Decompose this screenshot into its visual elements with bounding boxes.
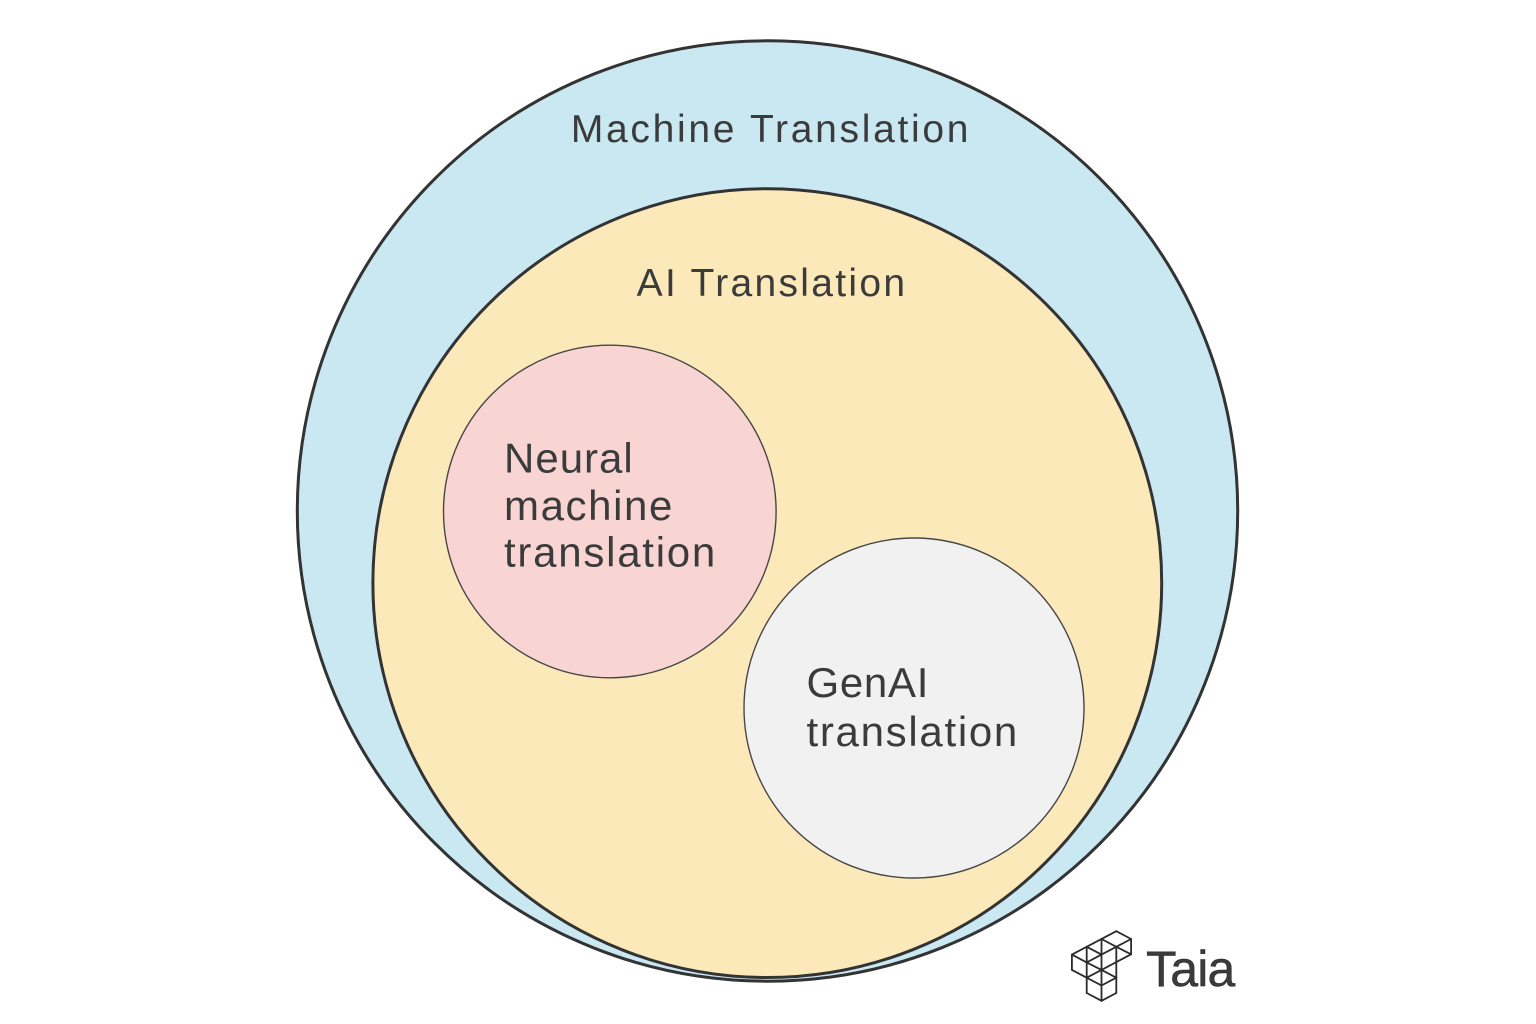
svg-text:AI Translation: AI Translation (637, 262, 908, 305)
svg-text:translation: translation (807, 708, 1019, 755)
svg-text:Neural: Neural (504, 434, 634, 481)
svg-text:Machine Translation: Machine Translation (571, 108, 971, 151)
svg-text:translation: translation (504, 528, 717, 575)
svg-text:Taia: Taia (1146, 941, 1236, 997)
svg-text:machine: machine (504, 482, 674, 529)
svg-text:GenAI: GenAI (807, 659, 930, 706)
